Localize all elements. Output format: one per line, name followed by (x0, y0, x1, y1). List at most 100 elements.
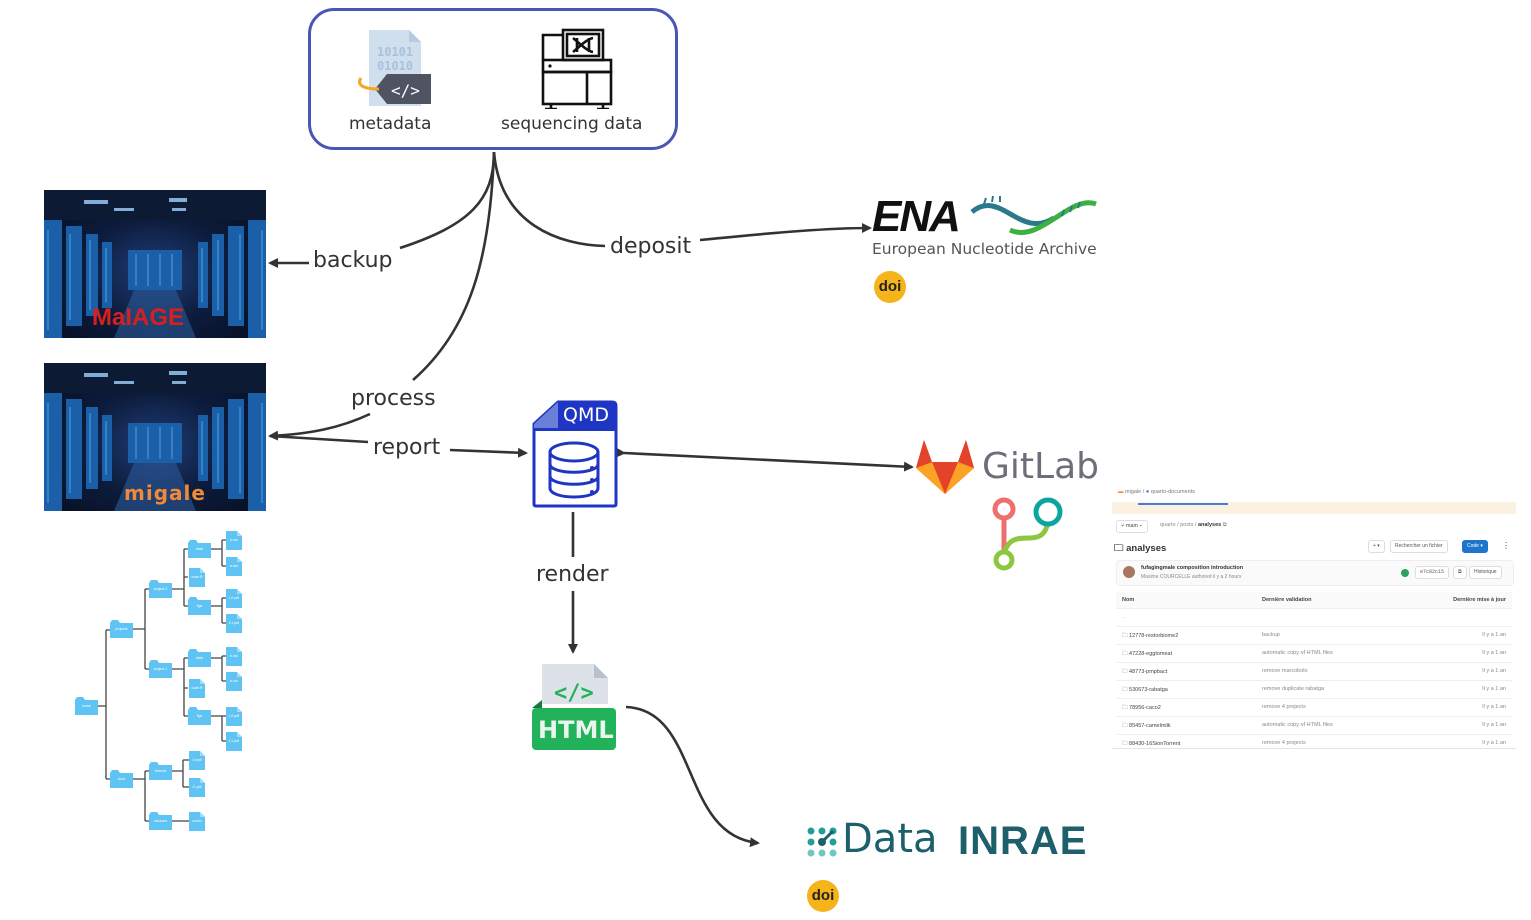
folder-name[interactable]: 🗀 47228-eggtomeat (1122, 651, 1173, 657)
find-file-button[interactable]: Rechercher un fichier (1390, 540, 1448, 553)
file-row[interactable]: 🗀 530673-rabatga remove duplicate rabatga… (1116, 681, 1512, 699)
tree-node-label: r1.pdf (192, 785, 202, 789)
pipeline-status-icon[interactable] (1401, 569, 1409, 577)
row-commit-message[interactable]: remove 4 projects (1262, 740, 1306, 746)
folder-title-text: analyses (1126, 543, 1167, 554)
path-segment[interactable]: quarto (1160, 522, 1176, 528)
tree-node-label: figs (196, 714, 203, 718)
metadata-label: metadata (349, 114, 432, 134)
edge-label-deposit: deposit (606, 234, 696, 260)
tree-file-icon: f-1.pdf (226, 732, 242, 755)
tree-file-icon: b.csv (226, 531, 242, 554)
column-last-commit: Dernière validation (1262, 597, 1312, 603)
code-button[interactable]: Code ▾ (1462, 540, 1488, 553)
source-data-group: 10101 01010 </> metadata sequencing data (308, 8, 678, 150)
tree-node-label: reviews (154, 769, 167, 773)
row-updated: Il y a 1 an (1482, 632, 1506, 638)
tree-node-label: project-2 (153, 587, 168, 591)
tree-file-icon: b.csv (226, 647, 242, 670)
tree-folder-icon: projects (110, 620, 133, 642)
folder-name[interactable]: 🗀 78956-caco2 (1122, 705, 1161, 711)
tree-node-label: project-1 (153, 667, 168, 671)
tree-folder-icon: home (75, 697, 98, 719)
commit-title[interactable]: fufagingmale composition introduction (1141, 565, 1244, 571)
qmd-label: QMD (563, 404, 609, 426)
tree-node-label: docs (117, 777, 126, 781)
folder-name[interactable]: 🗀 12778-restorbiome2 (1122, 633, 1179, 639)
tree-node-label: code.R (191, 686, 203, 690)
migale-logo: migale (124, 481, 206, 505)
path-segment[interactable]: posts (1180, 522, 1194, 528)
folder-name[interactable]: 🗀 88430-16SionTorrent (1122, 741, 1181, 747)
tree-node-label: code.R (191, 575, 203, 579)
tree-node-label: f-1.pdf (229, 621, 239, 625)
row-commit-message[interactable]: remove duplicate rabatga (1262, 686, 1325, 692)
edge-process-end (268, 412, 371, 441)
table-header: Nom Dernière validation Dernière mise à … (1116, 592, 1512, 609)
tree-folder-icon: figs (188, 707, 211, 729)
file-row[interactable]: 🗀 12778-restorbiome2 backup Il y a 1 an (1116, 627, 1512, 645)
tree-node-label: a.csv (229, 564, 239, 568)
file-row[interactable]: 🗀 47228-eggtomeat automatic copy of HTML … (1116, 645, 1512, 663)
folder-name-text: 12778-restorbiome2 (1129, 633, 1179, 639)
maiage-logo: MaIAGE (92, 304, 185, 331)
inrae-wordmark: INRAE (958, 819, 1088, 863)
folder-name[interactable]: 🗀 85457-camelmilk (1122, 723, 1171, 729)
row-commit-message[interactable]: backup (1262, 632, 1280, 638)
ena-doi-badge: doi (874, 271, 906, 303)
add-button[interactable]: + ▾ (1368, 540, 1385, 553)
folder-name-text: 47228-eggtomeat (1129, 651, 1173, 657)
row-commit-message[interactable]: automatic copy of HTML files (1262, 650, 1333, 656)
qmd-file-icon (532, 400, 618, 508)
copy-sha-icon[interactable]: ⧉ (1453, 566, 1467, 579)
folder-name[interactable]: 🗀 48773-pmpbact (1122, 669, 1168, 675)
edge-publish (625, 705, 760, 848)
banner-button[interactable] (1138, 503, 1228, 505)
row-commit-message[interactable]: automatic copy of HTML files (1262, 722, 1333, 728)
svg-text:</>: </> (391, 81, 420, 100)
server-racks-illustration (44, 190, 266, 338)
branch-selector[interactable]: ⑂ main ▾ (1116, 520, 1148, 533)
tree-file-icon: f-1.pdf (226, 614, 242, 637)
html-label: HTML (538, 716, 614, 744)
data-inrae-doi-badge: doi (807, 880, 839, 912)
tree-folder-icon: resumes (149, 812, 172, 834)
tree-file-icon: r1.pdf (189, 778, 205, 801)
history-button[interactable]: Historique (1469, 566, 1502, 579)
last-commit-panel: fufagingmale composition introduction Ma… (1116, 560, 1514, 586)
row-updated: Il y a 1 an (1482, 686, 1506, 692)
data-dots-icon (807, 827, 837, 857)
folder-name-text: 530673-rabatga (1129, 687, 1168, 693)
edge-label-process: process (347, 386, 440, 412)
ena-logo: ENA European Nucleotide Archive (872, 192, 1102, 258)
notice-banner (1112, 502, 1516, 514)
breadcrumb-group[interactable]: migale (1125, 489, 1142, 495)
author-avatar (1123, 566, 1135, 578)
folder-name-text: 85457-camelmilk (1129, 723, 1171, 729)
tree-node-label: f-2.pdf (229, 714, 239, 718)
breadcrumb-project[interactable]: quarto-documents (1150, 489, 1196, 495)
row-commit-message[interactable]: remove marcobolo (1262, 668, 1308, 674)
ena-wordmark: ENA (872, 192, 961, 241)
more-actions-icon[interactable]: ⋮ (1502, 541, 1510, 550)
commit-sha[interactable]: e7c82c15 (1415, 566, 1450, 579)
dna-sequencer-icon (541, 28, 613, 109)
parent-dir-link[interactable]: .. (1122, 614, 1126, 620)
metadata-code-tag-icon: 10101 01010 </> (358, 30, 431, 106)
tree-node-label: figs (196, 604, 203, 608)
tree-lines (98, 539, 226, 822)
tree-file-icon: a.csv (226, 557, 242, 580)
tree-node-label: r2.pdf (192, 758, 202, 762)
file-row[interactable]: 🗀 85457-camelmilk automatic copy of HTML … (1116, 717, 1512, 735)
gitlab-wordmark: GitLab (982, 446, 1099, 487)
svg-text:01010: 01010 (377, 59, 413, 73)
row-commit-message[interactable]: remove 4 projects (1262, 704, 1306, 710)
edge-label-report: report (369, 435, 445, 461)
folder-name[interactable]: 🗀 530673-rabatga (1122, 687, 1168, 693)
tree-node-label: data (196, 656, 203, 660)
sequencing-data-label: sequencing data (501, 114, 643, 134)
parent-dir-row[interactable]: .. (1116, 609, 1512, 627)
